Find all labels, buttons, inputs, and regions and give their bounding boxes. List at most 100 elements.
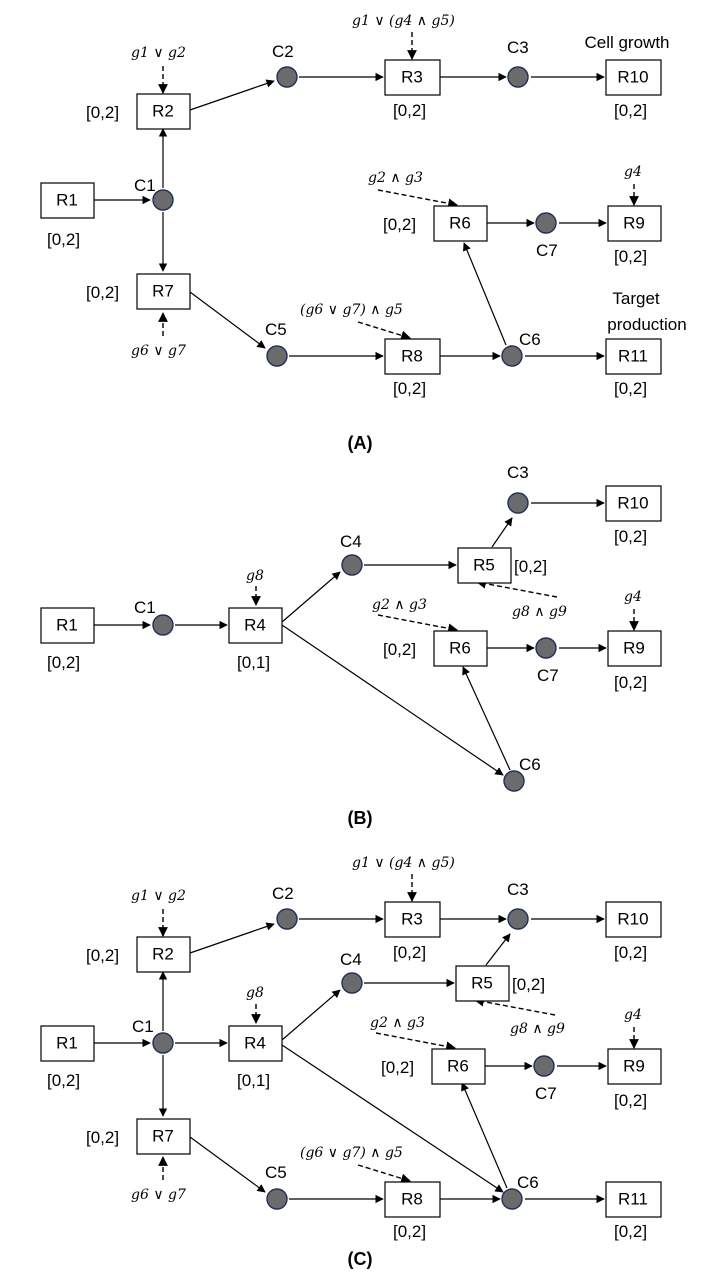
panel-a-label: (A) xyxy=(348,433,373,453)
edge-r5-c3 xyxy=(485,933,511,966)
r11-bound: [0,2] xyxy=(614,1222,647,1241)
r5-regulation: g8 ∧ g9 xyxy=(510,1021,565,1037)
c7-label: C7 xyxy=(535,1084,557,1103)
r5-node xyxy=(455,965,510,1002)
r9-label: R9 xyxy=(623,1056,645,1075)
r1-node xyxy=(40,182,95,219)
r8-regulation: (g6 ∨ g7) ∧ g5 xyxy=(300,1145,403,1161)
r3-regulation: g1 ∨ (g4 ∧ g5) xyxy=(352,855,455,871)
r9-regulation: g4 xyxy=(624,1007,642,1023)
edge-r7-c5 xyxy=(189,1136,266,1193)
c3-node xyxy=(507,908,529,930)
r7-bound: [0,2] xyxy=(86,283,119,302)
reg-arrow-r6 xyxy=(377,189,458,209)
panel-b-label: (B) xyxy=(348,808,373,828)
r6-regulation: g2 ∧ g3 xyxy=(370,1015,425,1031)
r7-regulation: g6 ∨ g7 xyxy=(131,343,186,359)
reg-arrow-r5 xyxy=(474,996,556,1016)
edge-r2-c2 xyxy=(189,79,275,111)
c6-label: C6 xyxy=(519,755,541,774)
c2-label: C2 xyxy=(272,884,294,903)
panel-c-label: (C) xyxy=(348,1249,373,1269)
edge-r4-c6 xyxy=(281,624,504,776)
r10-bound: [0,2] xyxy=(614,943,647,962)
r9-label: R9 xyxy=(623,213,645,232)
r6-bound: [0,2] xyxy=(383,215,416,234)
r8-bound: [0,2] xyxy=(393,1222,426,1241)
c4-label: C4 xyxy=(340,532,362,551)
r5-regulation: g8 ∧ g9 xyxy=(512,604,567,620)
r3-node xyxy=(384,901,441,938)
reg-arrow-r8 xyxy=(357,1164,411,1184)
c2-node xyxy=(276,66,298,88)
r8-regulation: (g6 ∨ g7) ∧ g5 xyxy=(300,302,403,318)
r9-bound: [0,2] xyxy=(614,673,647,692)
r1-bound: [0,2] xyxy=(47,230,80,249)
r4-node xyxy=(228,1025,283,1062)
r1-bound: [0,2] xyxy=(47,653,80,672)
reg-arrow-r6 xyxy=(377,614,458,634)
c1-label: C1 xyxy=(132,1017,154,1036)
r4-label: R4 xyxy=(244,615,266,634)
r9-node xyxy=(607,1048,662,1085)
c4-label: C4 xyxy=(340,950,362,969)
r7-label: R7 xyxy=(152,1126,174,1145)
r2-label: R2 xyxy=(152,944,174,963)
r1-node xyxy=(40,607,95,644)
r9-node xyxy=(607,205,662,242)
r5-bound: [0,2] xyxy=(514,557,547,576)
panel-a: R1 [0,2] R2 [0,2] g1 ∨ g2 R7 [0,2] g6 ∨ … xyxy=(40,13,687,453)
r11-label: R11 xyxy=(618,1189,648,1208)
r8-bound: [0,2] xyxy=(393,379,426,398)
c1-node xyxy=(152,614,174,636)
r10-bound: [0,2] xyxy=(614,101,647,120)
r5-node xyxy=(457,547,512,584)
c3-node xyxy=(507,66,529,88)
target-note-line1: Target xyxy=(612,289,660,308)
r6-bound: [0,2] xyxy=(383,640,416,659)
r5-label: R5 xyxy=(473,555,495,574)
r7-node xyxy=(136,273,191,310)
r10-node xyxy=(605,901,662,938)
r9-node xyxy=(607,630,662,667)
reg-arrow-r5 xyxy=(476,578,558,598)
r1-label: R1 xyxy=(56,615,78,634)
edge-r7-c5 xyxy=(189,291,266,349)
c5-label: C5 xyxy=(265,320,287,339)
c3-label: C3 xyxy=(507,880,529,899)
r6-regulation: g2 ∧ g3 xyxy=(368,170,423,186)
edge-r2-c2 xyxy=(189,922,275,954)
r3-label: R3 xyxy=(401,67,423,86)
r10-label: R10 xyxy=(617,67,648,86)
edge-c6-r6 xyxy=(462,666,511,771)
r6-node xyxy=(431,1048,486,1085)
c5-label: C5 xyxy=(265,1163,287,1182)
r2-bound: [0,2] xyxy=(86,946,119,965)
r9-label: R9 xyxy=(623,638,645,657)
r11-node xyxy=(605,338,662,375)
r10-node xyxy=(605,59,662,96)
c6-node xyxy=(501,345,523,367)
c6-node xyxy=(503,770,525,792)
edge-r4-c4 xyxy=(281,571,341,623)
r9-regulation: g4 xyxy=(624,164,642,180)
r3-bound: [0,2] xyxy=(393,943,426,962)
c7-node xyxy=(535,212,557,234)
r3-bound: [0,2] xyxy=(393,101,426,120)
c1-label: C1 xyxy=(134,176,156,195)
r6-label: R6 xyxy=(447,1056,469,1075)
r6-label: R6 xyxy=(449,213,471,232)
r7-regulation: g6 ∨ g7 xyxy=(131,1187,186,1203)
c3-label: C3 xyxy=(507,38,529,57)
r9-bound: [0,2] xyxy=(614,247,647,266)
r10-bound: [0,2] xyxy=(614,527,647,546)
r3-label: R3 xyxy=(401,909,423,928)
r4-regulation: g8 xyxy=(246,985,264,1001)
r9-regulation: g4 xyxy=(624,589,642,605)
c4-node xyxy=(341,554,363,576)
c5-node xyxy=(266,1188,288,1210)
c6-label: C6 xyxy=(519,330,541,349)
r8-label: R8 xyxy=(401,346,423,365)
r8-label: R8 xyxy=(401,1189,423,1208)
